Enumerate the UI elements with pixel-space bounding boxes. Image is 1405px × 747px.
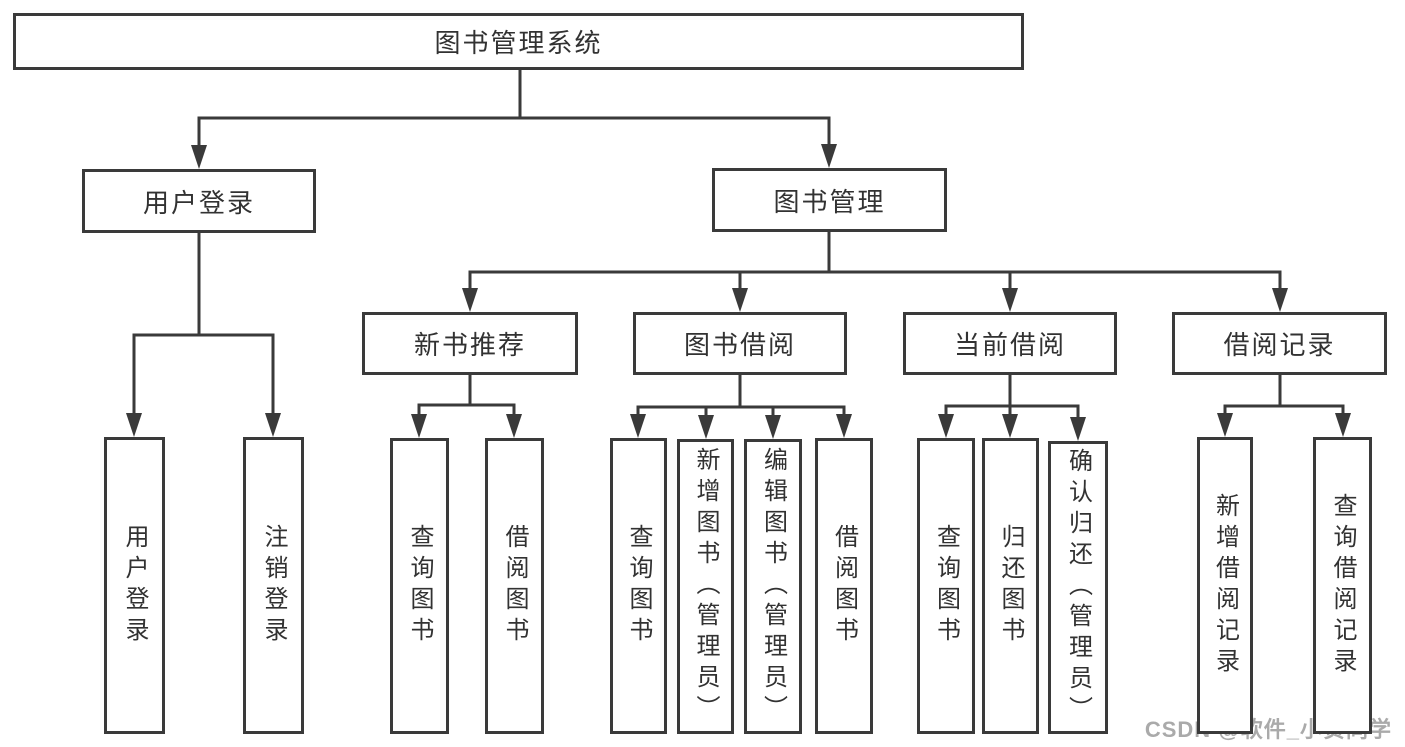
node-borrowing-records: 借阅记录 bbox=[1172, 312, 1387, 375]
arrowhead-icon bbox=[630, 414, 646, 438]
leaf-logout: 注销登录 bbox=[243, 437, 304, 734]
arrowhead-icon bbox=[191, 145, 207, 169]
arrowhead-icon bbox=[836, 414, 852, 438]
node-label: 图书管理 bbox=[773, 186, 886, 217]
leaf-query-borrow-record: 查询借阅记录 bbox=[1313, 437, 1372, 734]
edge-user-login-children bbox=[126, 233, 281, 437]
node-root: 图书管理系统 bbox=[13, 13, 1024, 70]
edge-borrowing-records-children bbox=[1217, 375, 1351, 437]
edge-book-borrowing-children bbox=[630, 375, 852, 439]
node-new-book-recommend: 新书推荐 bbox=[362, 312, 578, 375]
node-current-borrowing: 当前借阅 bbox=[903, 312, 1117, 375]
node-label: 借阅记录 bbox=[1223, 330, 1336, 360]
edge-new-book-recommend-children bbox=[411, 375, 522, 438]
node-label: 确认归还（管理员） bbox=[1064, 448, 1092, 727]
edge-book-management-children bbox=[462, 232, 1288, 312]
arrowhead-icon bbox=[1335, 413, 1351, 437]
leaf-confirm-return-admin: 确认归还（管理员） bbox=[1048, 441, 1108, 734]
node-book-management: 图书管理 bbox=[712, 168, 947, 232]
arrowhead-icon bbox=[1272, 288, 1288, 312]
arrowhead-icon bbox=[265, 413, 281, 437]
arrowhead-icon bbox=[821, 144, 837, 168]
leaf-borrow-books-1: 借阅图书 bbox=[485, 438, 544, 734]
node-label: 编辑图书（管理员） bbox=[759, 447, 787, 726]
node-label: 借阅图书 bbox=[830, 524, 858, 648]
arrowhead-icon bbox=[1002, 414, 1018, 438]
leaf-add-books-admin: 新增图书（管理员） bbox=[677, 439, 734, 734]
node-label: 查询借阅记录 bbox=[1329, 492, 1356, 679]
arrowhead-icon bbox=[411, 414, 427, 438]
leaf-edit-books-admin: 编辑图书（管理员） bbox=[744, 439, 802, 734]
arrowhead-icon bbox=[732, 288, 748, 312]
leaf-query-books-1: 查询图书 bbox=[390, 438, 449, 734]
arrowhead-icon bbox=[462, 288, 478, 312]
node-book-borrowing: 图书借阅 bbox=[633, 312, 847, 375]
leaf-borrow-books-2: 借阅图书 bbox=[815, 438, 873, 734]
node-label: 借阅图书 bbox=[501, 524, 528, 648]
arrowhead-icon bbox=[506, 414, 522, 438]
node-label: 注销登录 bbox=[260, 523, 287, 648]
arrowhead-icon bbox=[698, 415, 714, 439]
edge-current-borrowing-children bbox=[938, 375, 1086, 441]
node-label: 新增图书（管理员） bbox=[692, 447, 719, 726]
node-label: 归还图书 bbox=[997, 524, 1024, 648]
node-label: 图书管理系统 bbox=[434, 28, 603, 58]
arrowhead-icon bbox=[938, 414, 954, 438]
node-user-login: 用户登录 bbox=[82, 169, 316, 233]
node-label: 新书推荐 bbox=[413, 330, 526, 360]
arrowhead-icon bbox=[1217, 413, 1233, 437]
leaf-query-books-3: 查询图书 bbox=[917, 438, 975, 734]
node-label: 查询图书 bbox=[406, 524, 433, 648]
arrowhead-icon bbox=[126, 413, 142, 437]
node-label: 查询图书 bbox=[932, 524, 960, 648]
arrowhead-icon bbox=[765, 415, 781, 439]
edge-root-children bbox=[191, 70, 837, 169]
node-label: 查询图书 bbox=[625, 524, 652, 648]
arrowhead-icon bbox=[1002, 288, 1018, 312]
node-label: 新增借阅记录 bbox=[1211, 492, 1239, 679]
leaf-user-login: 用户登录 bbox=[104, 437, 165, 734]
node-label: 用户登录 bbox=[121, 523, 148, 648]
leaf-add-borrow-record: 新增借阅记录 bbox=[1197, 437, 1253, 734]
leaf-query-books-2: 查询图书 bbox=[610, 438, 667, 734]
leaf-return-books: 归还图书 bbox=[982, 438, 1039, 734]
node-label: 图书借阅 bbox=[683, 330, 796, 360]
arrowhead-icon bbox=[1070, 417, 1086, 441]
node-label: 用户登录 bbox=[142, 187, 255, 218]
node-label: 当前借阅 bbox=[953, 330, 1066, 360]
